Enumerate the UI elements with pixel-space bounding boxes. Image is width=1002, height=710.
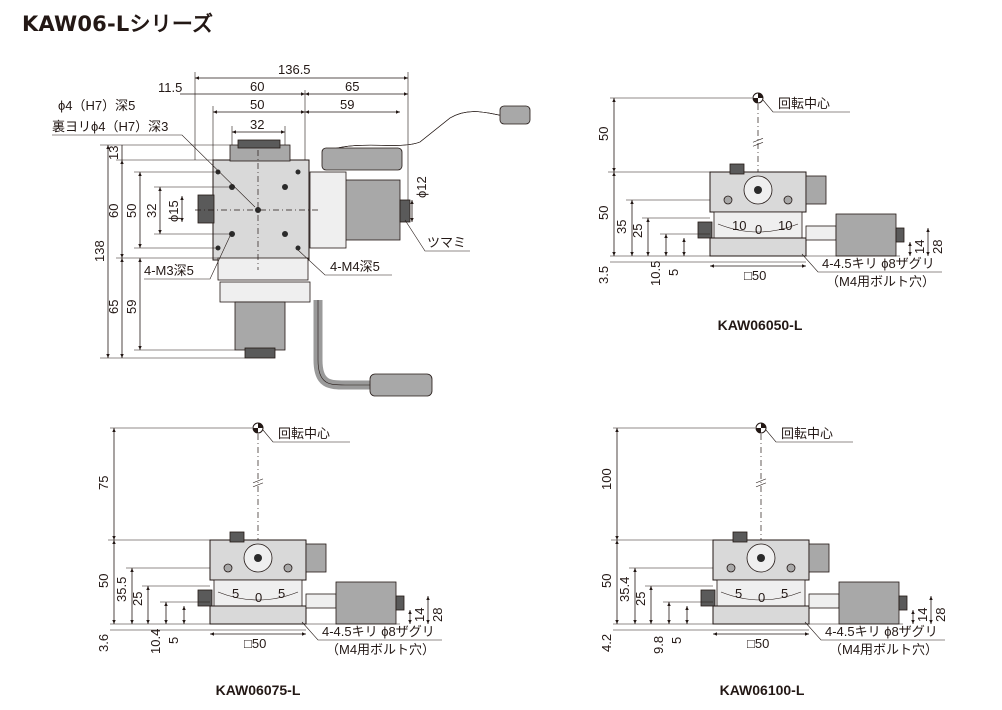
dim-height-28: 28 [933,608,948,622]
dim-base-offset: 4.2 [599,634,614,652]
rotation-center-marker [752,92,764,104]
dim-overall-width: 136.5 [278,62,311,77]
dim-phi15: ϕ15 [166,200,181,222]
dim-width-65: 65 [345,79,359,94]
dim-base-offset: 3.5 [596,266,611,284]
center-hole [255,207,261,213]
motor [835,213,897,257]
dim-offset-left: 11.5 [158,80,182,95]
scale-label-center: 0 [758,590,765,605]
note-m4: 4-M4深5 [330,259,380,274]
scale-label-right: 10 [778,218,792,233]
dim-height-28: 28 [930,240,945,254]
dim-height-lower: 10.4 [148,629,163,654]
dim-height-25: 25 [630,224,645,238]
rotation-scale [213,579,303,607]
dim-center-height: 100 [599,468,614,490]
dim-height-50: 50 [124,204,139,218]
scale-label-right: 5 [278,586,285,601]
base-plate [209,605,307,625]
base-plate [709,237,807,257]
dim-height-lower: 9.8 [651,636,666,654]
dim-square-50: □50 [744,268,766,283]
dim-height-59: 59 [124,300,139,314]
dim-base-offset: 3.6 [96,634,111,652]
note-bolt-hole: 4-4.5キリ ϕ8ザグリ [825,624,938,639]
dim-phi12: ϕ12 [414,176,429,198]
note-bolt-spec: （M4用ボルト穴） [826,274,935,289]
model-caption: KAW06075-L [216,682,301,698]
dim-width-60: 60 [250,79,264,94]
note-m3: 4-M3深5 [144,263,194,278]
dim-center-height: 75 [96,476,111,490]
note-hole-back: 裏ヨリϕ4（H7）深3 [52,119,168,134]
scale-label-center: 0 [755,222,762,237]
cable-upper [329,111,506,151]
base-plate [712,605,810,625]
note-knob: ツマミ [427,235,466,250]
model-caption: KAW06100-L [720,682,805,698]
note-hole-h7: ϕ4（H7）深5 [58,98,135,113]
rotation-center-marker [252,422,264,434]
note-bolt-spec: （M4用ボルト穴） [326,642,435,657]
dim-height-50: 50 [96,574,111,588]
dim-height-28: 28 [430,608,445,622]
motor-right [344,179,401,241]
dim-height-35: 35.5 [114,577,129,602]
dim-width-59: 59 [340,97,354,112]
scale-label-left: 5 [735,586,742,601]
top-view: 136.5 11.5 60 65 50 59 32 13 60 50 32 ϕ1… [52,62,531,397]
rotation-center-marker [755,422,767,434]
rotation-center-label: 回転中心 [278,426,330,441]
dim-height-5: 5 [166,637,181,644]
dim-center-height: 50 [596,127,611,141]
motor [838,581,900,625]
rotation-scale [716,579,806,607]
scale-label-center: 0 [255,590,262,605]
dim-height-50: 50 [599,574,614,588]
dim-width-32: 32 [250,117,264,132]
scale-label-left: 5 [232,586,239,601]
note-bolt-hole: 4-4.5キリ ϕ8ザグリ [822,256,935,271]
cable-lower [313,300,375,390]
dim-height-32: 32 [144,204,159,218]
dim-height-25: 25 [633,592,648,606]
motor [335,581,397,625]
dim-height-14: 14 [412,608,427,622]
dim-height-138: 138 [92,240,107,262]
scale-label-right: 5 [781,586,788,601]
note-bolt-spec: （M4用ボルト穴） [829,642,938,657]
rotation-scale [713,211,803,239]
dim-height-14: 14 [912,240,927,254]
connector-lower [369,373,433,397]
page-title: KAW06-Lシリーズ [22,12,214,36]
dim-square-50: □50 [747,636,769,651]
dim-height-25: 25 [130,592,145,606]
motor-bottom [234,301,286,351]
dim-height-35: 35 [614,220,629,234]
scale-label-left: 10 [732,218,746,233]
dim-height-50: 50 [596,206,611,220]
dim-height-35: 35.4 [617,577,632,602]
rotation-center-label: 回転中心 [778,96,830,111]
dim-width-50: 50 [250,97,264,112]
dim-height-14: 14 [915,608,930,622]
dim-height-5: 5 [669,637,684,644]
dim-height-13: 13 [106,146,121,160]
connector-upper [499,105,531,125]
dim-height-65: 65 [106,300,121,314]
model-caption: KAW06050-L [718,317,803,333]
dim-height-5: 5 [666,269,681,276]
rotation-center-label: 回転中心 [781,426,833,441]
note-bolt-hole: 4-4.5キリ ϕ8ザグリ [322,624,435,639]
dim-height-60: 60 [106,204,121,218]
dim-square-50: □50 [244,636,266,651]
dim-height-lower: 10.5 [648,261,663,286]
